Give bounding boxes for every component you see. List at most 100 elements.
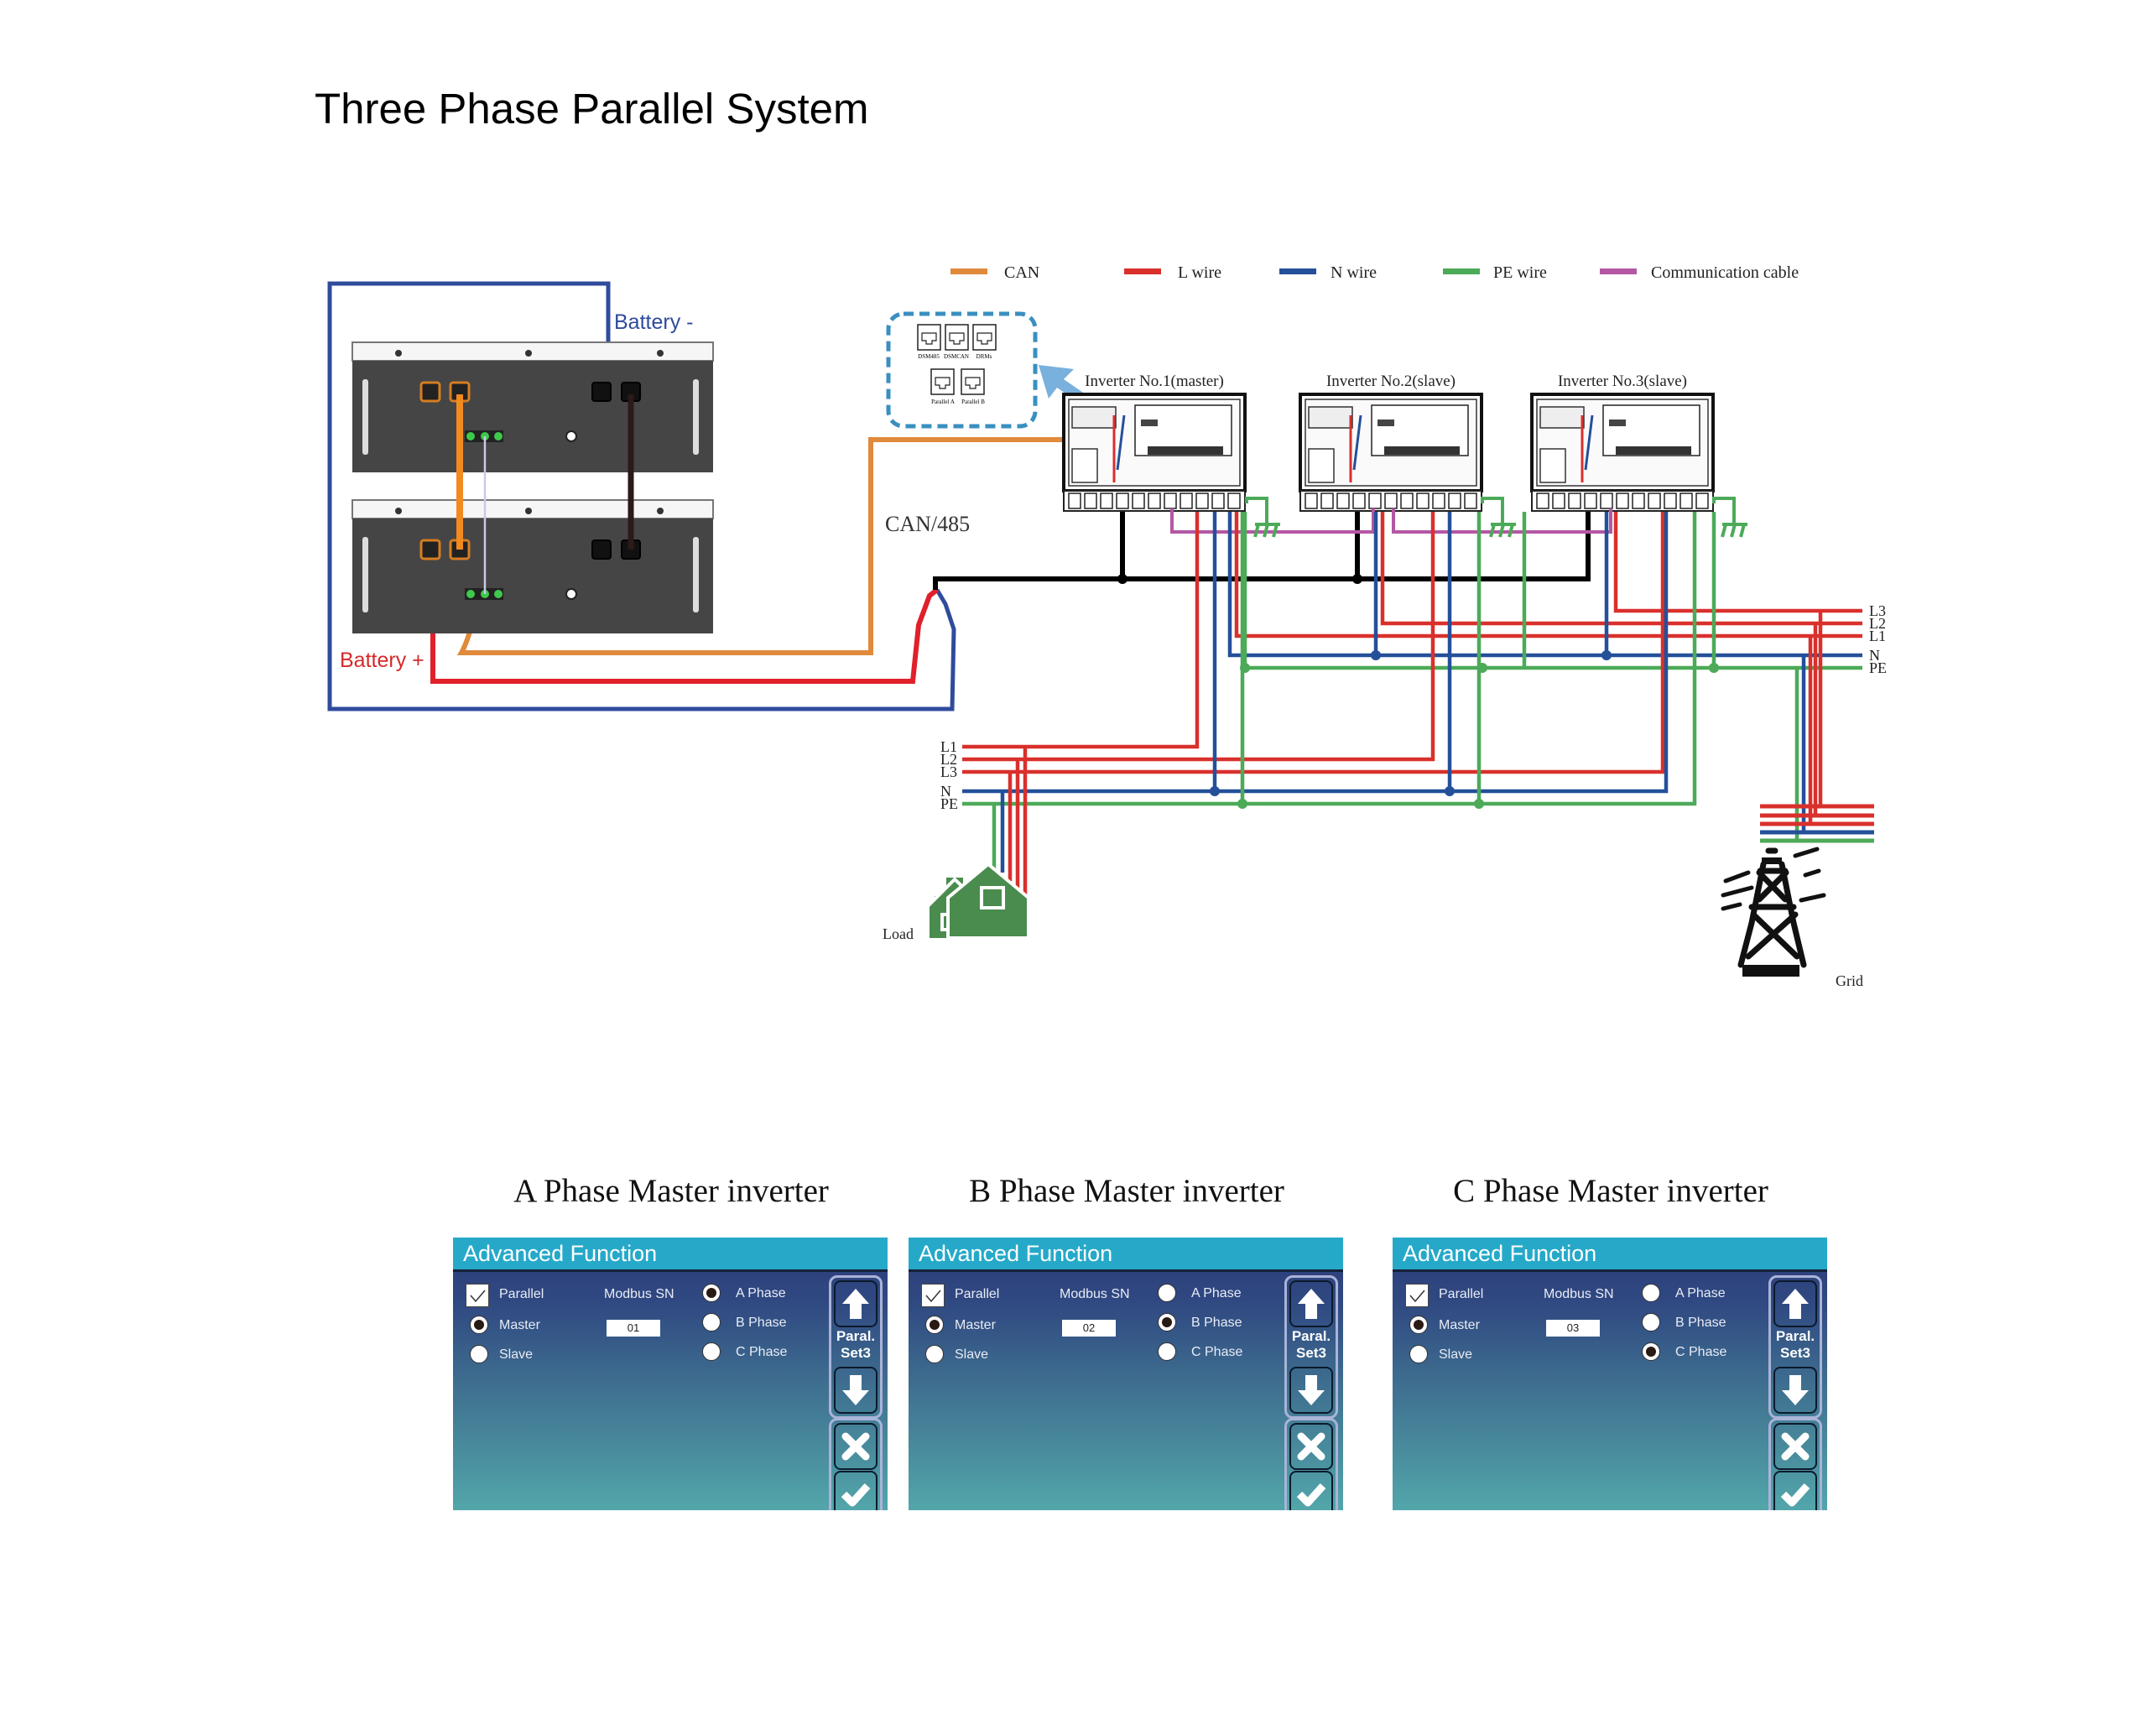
confirm-button[interactable] <box>834 1471 878 1510</box>
battery-dc-bus <box>933 512 1591 590</box>
svg-text:Parallel A: Parallel A <box>931 399 955 405</box>
power-tower-icon <box>1721 847 1826 977</box>
set-label: Set3 <box>1296 1345 1326 1361</box>
bus-label-pe: PE <box>940 795 958 812</box>
phase-label-b: B Phase <box>1675 1316 1726 1330</box>
port-dsm485: DSM485 <box>917 324 941 360</box>
close-icon <box>841 1432 870 1461</box>
modbus-sn-field[interactable]: 01 <box>607 1320 660 1337</box>
modbus-sn-field[interactable]: 03 <box>1546 1320 1600 1337</box>
panel-header-title: Advanced Function <box>463 1241 658 1266</box>
page-up-button[interactable] <box>834 1280 878 1327</box>
arrow-up-icon <box>842 1289 869 1319</box>
port-parallel-a: Parallel A <box>930 368 955 405</box>
phase-radio-c[interactable] <box>1642 1342 1660 1361</box>
junction-dot <box>1117 574 1127 584</box>
legend-swatch-n-wire <box>1279 268 1316 274</box>
grid-l1 <box>1234 512 1862 638</box>
page-up-button[interactable] <box>1289 1280 1333 1327</box>
bus-label-n: N <box>1869 647 1880 664</box>
junction-dot <box>1474 799 1484 809</box>
svg-text:DRMs: DRMs <box>976 353 992 360</box>
paral-set-nav: Paral.Set3 <box>829 1275 883 1419</box>
junction-dot <box>1709 663 1719 673</box>
page-down-button[interactable] <box>1289 1367 1333 1414</box>
legend-swatch-l-wire <box>1124 268 1161 274</box>
panel-header: Advanced Function <box>909 1238 1343 1272</box>
bus-label-l3: L3 <box>1869 602 1886 619</box>
load-l1 <box>962 512 1200 749</box>
slave-label: Slave <box>499 1347 534 1362</box>
phase-radio-a[interactable] <box>1642 1284 1660 1302</box>
bus-label-pe: PE <box>1869 659 1887 676</box>
confirm-button[interactable] <box>1289 1471 1333 1510</box>
close-icon <box>1297 1432 1325 1461</box>
junction-dot <box>1445 786 1455 796</box>
panel-header-title: Advanced Function <box>919 1241 1113 1266</box>
arrow-up-icon <box>1298 1289 1325 1319</box>
modbus-sn-label: Modbus SN <box>604 1287 674 1301</box>
check-icon <box>925 1290 941 1303</box>
page-title: Three Phase Parallel System <box>315 85 869 133</box>
arrow-up-icon <box>1782 1289 1809 1319</box>
junction-dot <box>1601 650 1612 660</box>
check-icon <box>1409 1290 1425 1303</box>
panel-caption-a: A Phase Master inverter <box>513 1173 829 1209</box>
slave-label: Slave <box>1439 1347 1473 1362</box>
parallel-checkbox[interactable] <box>921 1284 945 1307</box>
comm-port-box: DSM485 DSMCAN DRMs Parallel A Parallel B <box>886 311 1038 429</box>
ac-wiring <box>962 512 1862 898</box>
confirm-button[interactable] <box>1773 1471 1817 1510</box>
phase-label-a: A Phase <box>736 1286 786 1300</box>
checkmark-icon <box>1780 1483 1810 1507</box>
checkmark-icon <box>1296 1483 1326 1507</box>
set-label: Set3 <box>841 1345 871 1361</box>
phase-radio-b[interactable] <box>1158 1313 1176 1332</box>
master-radio[interactable] <box>1409 1316 1428 1334</box>
phase-label-c: C Phase <box>1191 1345 1243 1359</box>
battery-positive-cable <box>430 550 939 684</box>
page-down-button[interactable] <box>1773 1367 1817 1414</box>
action-group <box>1768 1418 1822 1510</box>
master-label: Master <box>499 1318 540 1332</box>
ground-icon-2 <box>1481 497 1516 538</box>
phase-radio-a[interactable] <box>702 1284 721 1302</box>
master-radio[interactable] <box>470 1316 488 1334</box>
slave-radio[interactable] <box>925 1345 944 1363</box>
cancel-button[interactable] <box>834 1423 878 1470</box>
arrow-down-icon <box>1782 1375 1809 1405</box>
phase-radio-a[interactable] <box>1158 1284 1176 1302</box>
parallel-label: Parallel <box>499 1287 544 1301</box>
cancel-button[interactable] <box>1773 1423 1817 1470</box>
load-l2 <box>962 512 1435 762</box>
battery-module-lower <box>352 499 714 633</box>
legend-label-can: CAN <box>1004 263 1039 282</box>
modbus-sn-field[interactable]: 02 <box>1062 1320 1116 1337</box>
slave-radio[interactable] <box>470 1345 488 1363</box>
bus-label-l1: L1 <box>940 738 957 755</box>
bus-label-l3: L3 <box>940 763 957 780</box>
comm-cable-1-2 <box>1170 508 1375 534</box>
page-down-button[interactable] <box>834 1367 878 1414</box>
legend-label-comm: Communication cable <box>1651 263 1799 282</box>
slave-radio[interactable] <box>1409 1345 1428 1363</box>
legend-swatch-comm <box>1600 268 1637 274</box>
parallel-checkbox[interactable] <box>466 1284 489 1307</box>
phase-radio-b[interactable] <box>1642 1313 1660 1332</box>
modbus-sn-label: Modbus SN <box>1544 1287 1614 1301</box>
master-radio[interactable] <box>925 1316 944 1334</box>
panel-caption-c: C Phase Master inverter <box>1453 1173 1768 1209</box>
phase-radio-b[interactable] <box>702 1313 721 1332</box>
phase-radio-c[interactable] <box>1158 1342 1176 1361</box>
panel-caption-b: B Phase Master inverter <box>969 1173 1284 1209</box>
parallel-checkbox[interactable] <box>1405 1284 1429 1307</box>
junction-dot <box>1237 799 1247 809</box>
arrow-down-icon <box>842 1375 869 1405</box>
cancel-button[interactable] <box>1289 1423 1333 1470</box>
legend: CAN L wire N wire PE wire Communication … <box>950 263 1799 282</box>
phase-label-b: B Phase <box>1191 1316 1242 1330</box>
phase-radio-c[interactable] <box>702 1342 721 1361</box>
page-up-button[interactable] <box>1773 1280 1817 1327</box>
load-house-icon <box>926 862 1030 941</box>
